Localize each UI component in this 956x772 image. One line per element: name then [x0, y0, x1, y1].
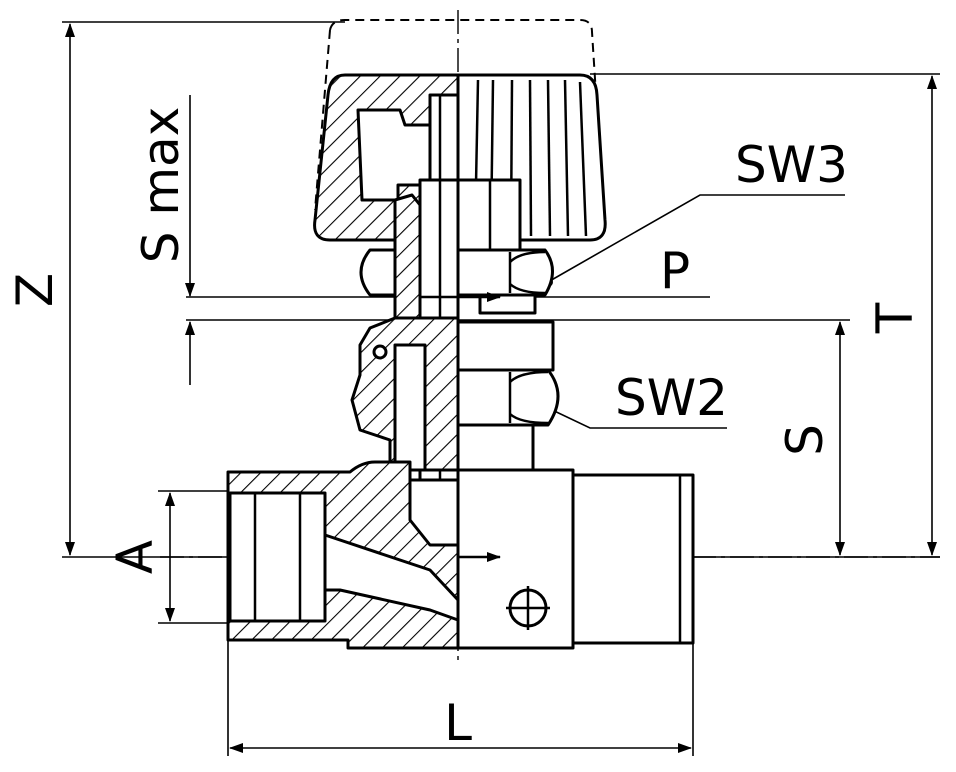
bonnet-section	[350, 316, 460, 472]
label-a: A	[106, 540, 164, 574]
knob-extended-outline	[329, 19, 606, 236]
label-s: S	[776, 424, 834, 456]
bonnet-exterior	[456, 320, 560, 472]
label-l: L	[444, 694, 472, 752]
label-s-max: S max	[132, 107, 190, 264]
label-p: P	[660, 242, 690, 300]
label-sw3: SW3	[735, 136, 848, 194]
label-sw2: SW2	[615, 369, 728, 427]
valve-body-section	[226, 460, 460, 650]
label-z: Z	[6, 273, 64, 307]
dimension-labels: Z S max P SW3 SW2 T S A L	[6, 107, 924, 752]
label-t: T	[866, 302, 924, 334]
valve-body-exterior	[456, 468, 695, 650]
